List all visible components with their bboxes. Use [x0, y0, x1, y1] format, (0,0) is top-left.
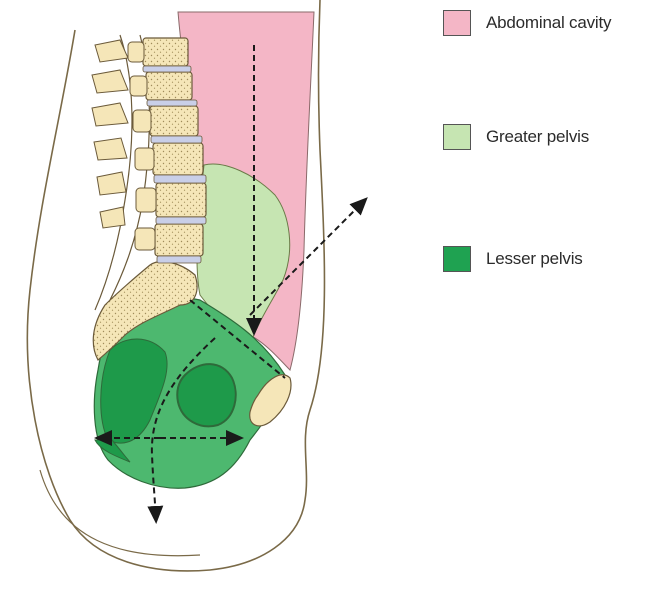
greater-pelvis-swatch: [443, 124, 471, 150]
legend-label-lesser-pelvis: Lesser pelvis: [486, 249, 583, 269]
legend-label-abdominal-cavity: Abdominal cavity: [486, 13, 611, 33]
legend: Abdominal cavity Greater pelvis Lesser p…: [443, 0, 659, 280]
legend-label-greater-pelvis: Greater pelvis: [486, 127, 589, 147]
lesser-pelvis-swatch: [443, 246, 471, 272]
obturator-ring: [177, 364, 235, 426]
abdominal-cavity-swatch: [443, 10, 471, 36]
spinous-processes: [92, 40, 128, 228]
